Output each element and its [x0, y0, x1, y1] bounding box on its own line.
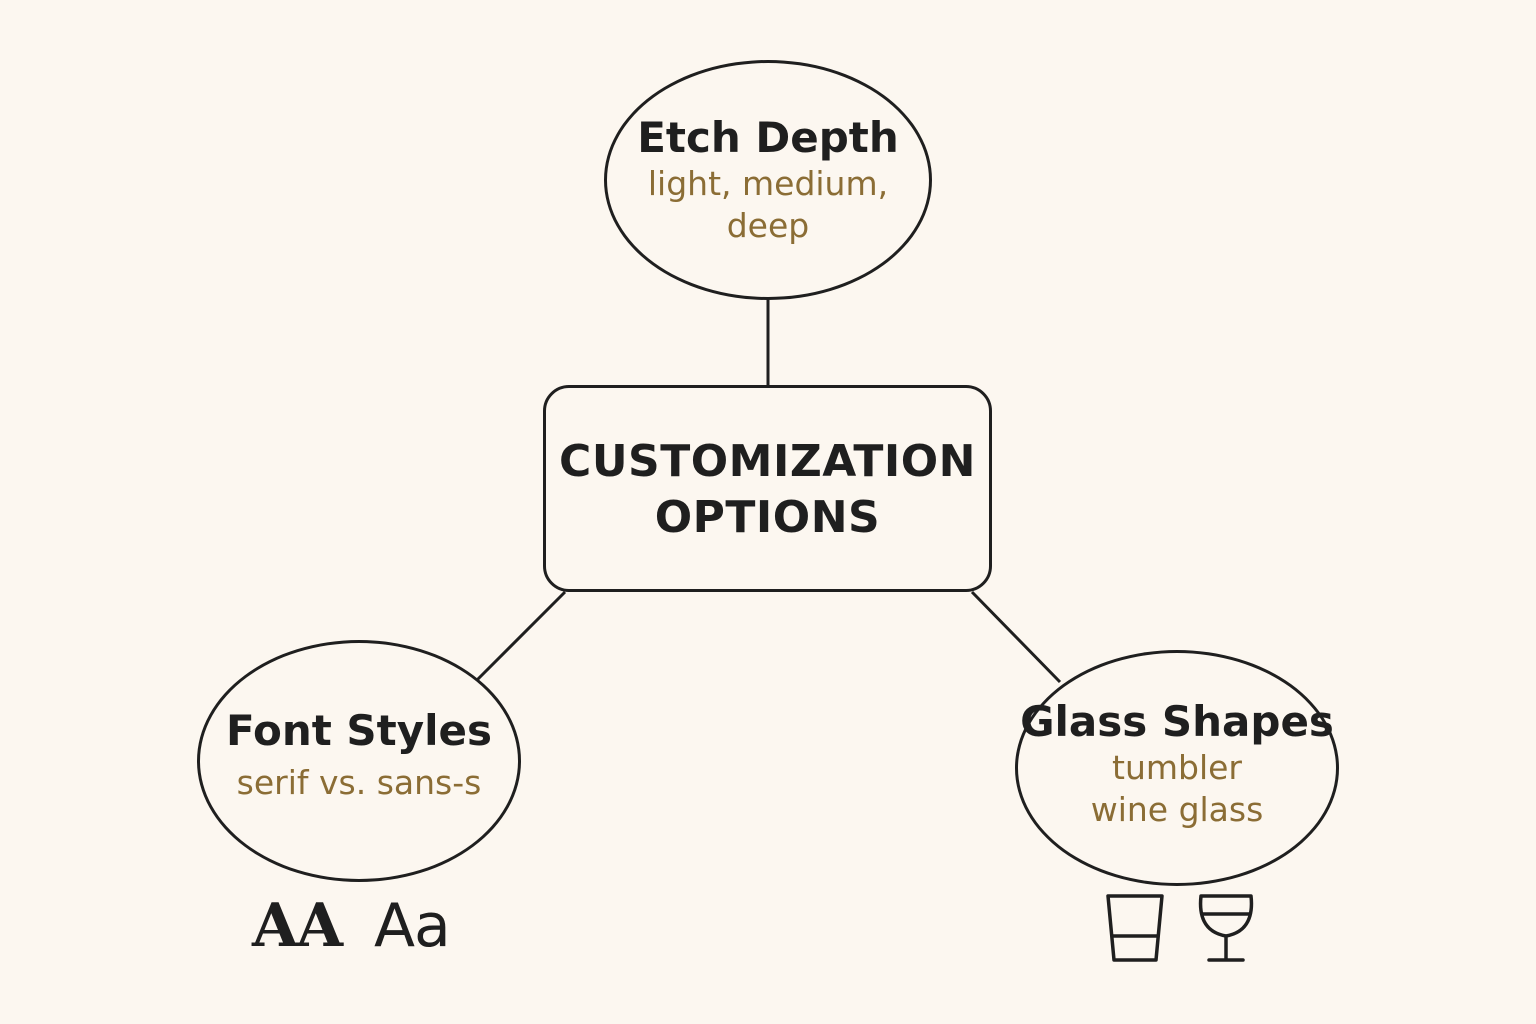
- connector-font-styles: [474, 590, 567, 683]
- glass-shapes-options-line-2: wine glass: [1090, 790, 1264, 829]
- center-title: CUSTOMIZATION OPTIONS: [559, 434, 976, 546]
- etch-depth-options-line-1: light, medium,: [647, 164, 889, 203]
- etch-depth-options-line-2: deep: [726, 206, 810, 245]
- serif-font-sample: AA: [252, 891, 343, 961]
- etch-depth-title: Etch Depth: [637, 113, 899, 162]
- etch-depth-node: Etch Depth light, medium, deep: [604, 60, 932, 300]
- font-styles-title: Font Styles: [225, 706, 493, 755]
- center-node: CUSTOMIZATION OPTIONS: [543, 385, 992, 592]
- font-styles-node: Font Styles serif vs. sans-s: [197, 640, 521, 882]
- connector-glass-shapes: [970, 590, 1062, 684]
- etch-depth-options: light, medium, deep: [648, 163, 888, 247]
- glass-shapes-options: tumbler wine glass: [1091, 747, 1264, 831]
- font-styles-options: serif vs. sans-s: [237, 762, 482, 804]
- font-styles-options-line-1: serif vs. sans-s: [236, 763, 482, 802]
- glass-shapes-options-line-1: tumbler: [1112, 748, 1242, 787]
- sans-serif-font-sample: Aa: [374, 891, 451, 961]
- center-title-line-1: CUSTOMIZATION: [559, 435, 976, 487]
- glass-shapes-title: Glass Shapes: [1020, 697, 1334, 746]
- wine-glass-icon: [1198, 894, 1254, 962]
- center-title-line-2: OPTIONS: [654, 491, 881, 543]
- glass-shapes-node: Glass Shapes tumbler wine glass: [1015, 650, 1339, 886]
- tumbler-icon: [1106, 894, 1164, 962]
